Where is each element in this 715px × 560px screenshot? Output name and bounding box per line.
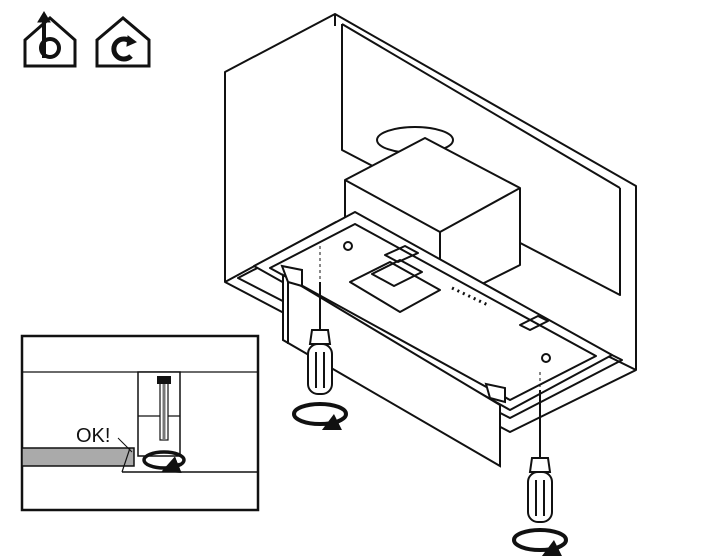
ducted-extraction-icon bbox=[23, 11, 77, 68]
screwdriver-icon bbox=[527, 390, 553, 523]
rotate-clockwise-icon bbox=[512, 528, 568, 557]
glass-panel bbox=[280, 264, 506, 468]
rotate-clockwise-icon bbox=[142, 450, 186, 474]
detail-inset: OK! bbox=[20, 334, 260, 512]
rotate-clockwise-icon bbox=[292, 402, 348, 431]
recirculation-icon bbox=[95, 16, 151, 68]
screwdriver-icon bbox=[307, 282, 333, 395]
ok-label: OK! bbox=[76, 425, 110, 447]
